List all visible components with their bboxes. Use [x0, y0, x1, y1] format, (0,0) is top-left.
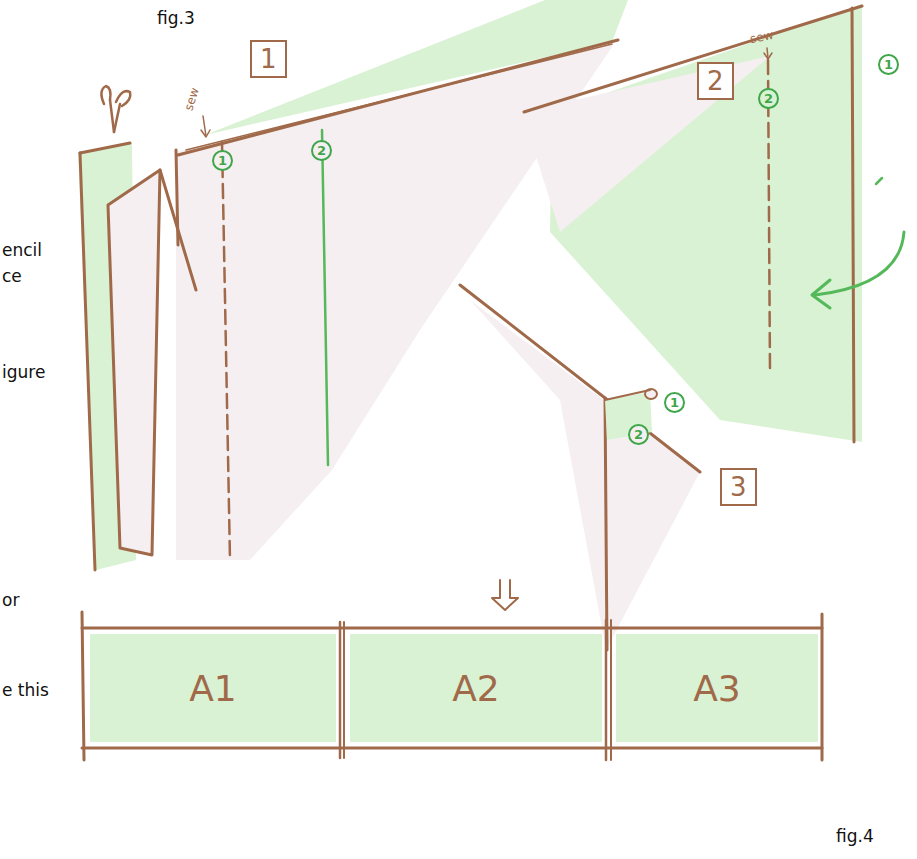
step-number: 3 — [730, 472, 747, 502]
turn-arrow — [812, 280, 830, 308]
sew-note: sew — [181, 86, 202, 113]
callout-number: 1 — [218, 153, 227, 168]
figure-label: fig.3 — [157, 8, 195, 28]
turn-arrow — [876, 178, 882, 184]
fold-line — [460, 285, 700, 472]
panel-label: A1 — [189, 668, 237, 709]
fold-line — [524, 6, 862, 112]
scissors-symbol — [101, 86, 130, 132]
body-text: igure — [2, 362, 45, 382]
callout-number: 1 — [670, 395, 679, 410]
fabric-edge — [852, 8, 854, 442]
panel-label: A3 — [693, 668, 741, 709]
fabric-roll — [605, 390, 650, 400]
step-box: 2 — [697, 62, 734, 100]
callout-circle: 1 — [878, 54, 899, 75]
body-text: or — [2, 590, 19, 610]
body-text: e this — [2, 680, 49, 700]
step-number: 2 — [707, 66, 724, 96]
seam — [343, 622, 345, 758]
callout-number: 2 — [634, 427, 643, 442]
sew-line — [222, 142, 230, 560]
fabric-edge — [80, 153, 95, 570]
step-number: 1 — [260, 44, 277, 74]
callout-circle: 2 — [311, 140, 332, 161]
seam — [610, 620, 612, 760]
fabric-edge — [80, 143, 130, 153]
strip-edge — [821, 614, 824, 760]
strip-edge — [82, 612, 84, 760]
fabric-green — [550, 4, 862, 442]
body-text: encil — [2, 240, 42, 260]
strip-panel: A3 — [616, 634, 818, 742]
figure-label: fig.4 — [836, 826, 874, 846]
fabric-flap — [108, 170, 160, 555]
strip-edge — [82, 747, 822, 750]
strip-panel: A2 — [350, 634, 602, 742]
seam — [339, 622, 342, 758]
step-box: 3 — [720, 468, 757, 506]
fabric-edge — [176, 150, 178, 245]
callout-circle: 2 — [758, 88, 779, 109]
fabric-pale — [470, 300, 700, 650]
panel-label: A2 — [452, 668, 500, 709]
callout-number: 2 — [764, 91, 773, 106]
callout-number: 2 — [317, 143, 326, 158]
seam — [605, 620, 608, 760]
sew-pointer — [764, 53, 772, 59]
step-box: 1 — [250, 40, 287, 78]
callout-number: 1 — [884, 57, 893, 72]
turn-arrow — [815, 232, 904, 295]
callout-circle: 1 — [212, 150, 233, 171]
fold-mark — [322, 130, 328, 465]
callout-circle: 1 — [664, 392, 685, 413]
down-arrow — [492, 580, 518, 610]
strip-panel: A1 — [90, 634, 336, 742]
strip-edge — [82, 627, 822, 630]
fabric-edge — [605, 398, 607, 650]
fabric-pale — [522, 56, 770, 232]
sew-pointer — [201, 130, 210, 137]
callout-circle: 2 — [628, 424, 649, 445]
body-text: ce — [2, 266, 22, 286]
